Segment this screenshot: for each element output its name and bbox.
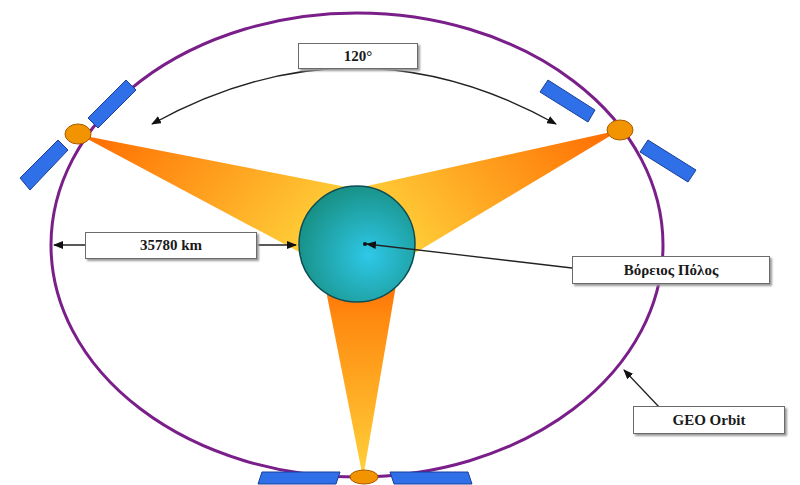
pole-point xyxy=(363,242,367,246)
label-text: GEO Orbit xyxy=(673,412,746,429)
leader-line xyxy=(367,244,572,268)
pole-label-box: Βόρειος Πόλος xyxy=(572,256,770,284)
label-text: 35780 km xyxy=(140,237,202,254)
satellite xyxy=(540,80,696,182)
earth xyxy=(299,186,415,302)
satellite xyxy=(258,470,472,484)
label-text: Βόρειος Πόλος xyxy=(624,262,719,279)
orbit-label-box: GEO Orbit xyxy=(633,406,785,434)
distance-label-box: 35780 km xyxy=(85,232,257,259)
label-text: 120° xyxy=(344,48,373,65)
satellite xyxy=(20,80,136,190)
angle-arrow xyxy=(152,68,556,124)
leader-line xyxy=(624,370,660,408)
angle-label-box: 120° xyxy=(298,43,418,69)
geo-orbit xyxy=(51,13,663,477)
